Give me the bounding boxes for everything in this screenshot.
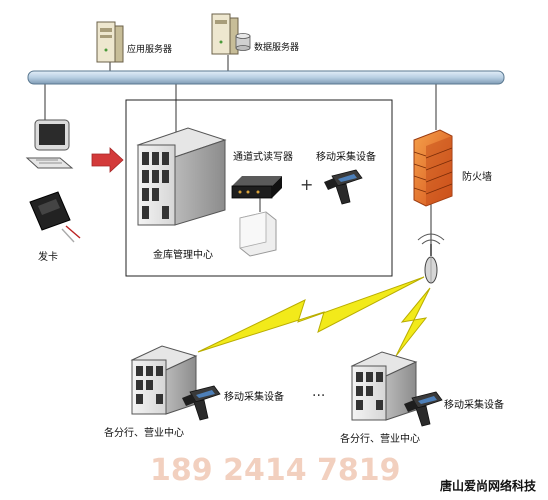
db-server-label: 数据服务器 <box>254 41 299 53</box>
mobile-collector-right-label: 移动采集设备 <box>444 398 504 411</box>
db-server-icon <box>211 13 239 55</box>
vault-center-box <box>125 99 393 277</box>
mainframe-icon <box>136 127 227 226</box>
handheld-icon <box>404 391 443 427</box>
lightning-icon <box>395 287 431 357</box>
watermark-brand: 唐山爱尚网络科技 <box>440 478 537 493</box>
branch-right-label: 各分行、营业中心 <box>340 432 420 445</box>
lightning-icon <box>197 276 425 353</box>
computer-icon <box>25 119 74 169</box>
network-bus <box>27 70 505 85</box>
rfid-reader-icon <box>231 176 282 212</box>
mobile-collector-top-label: 移动采集设备 <box>316 150 376 163</box>
connection-lines <box>44 55 437 248</box>
arrow-icon <box>91 147 124 173</box>
antenna-icon <box>239 211 277 257</box>
mobile-collector-left-label: 移动采集设备 <box>224 390 284 403</box>
vault-center-label: 金库管理中心 <box>153 248 213 261</box>
watermark-phone: 189 2414 7819 <box>150 453 401 488</box>
channel-reader-label: 通道式读写器 <box>233 150 293 163</box>
handheld-icon <box>182 385 221 421</box>
plus-sign: + <box>300 175 313 194</box>
branch-left-label: 各分行、营业中心 <box>104 426 184 439</box>
ellipsis: ··· <box>312 388 325 404</box>
branch-server-icon <box>350 351 418 421</box>
app-server-icon <box>96 21 124 63</box>
firewall-icon <box>413 129 453 207</box>
database-icon <box>235 33 251 51</box>
app-server-label: 应用服务器 <box>127 43 172 55</box>
handheld-icon <box>324 169 363 205</box>
wireless-ap-icon <box>417 233 445 284</box>
card-reader-icon <box>29 191 81 243</box>
card-issue-label: 发卡 <box>38 250 58 263</box>
firewall-label: 防火墙 <box>462 170 492 183</box>
